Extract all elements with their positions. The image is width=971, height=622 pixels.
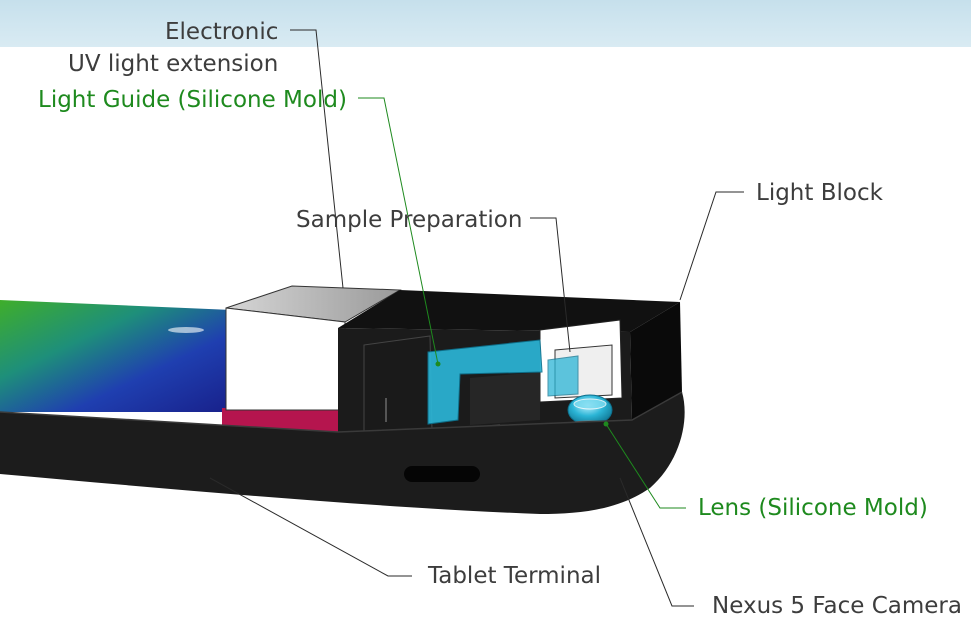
label-light-block: Light Block [756, 180, 883, 206]
label-tablet-terminal: Tablet Terminal [428, 563, 602, 589]
label-nexus-camera: Nexus 5 Face Camera [712, 593, 962, 619]
leader-light-block [679, 191, 744, 301]
label-light-guide: Light Guide (Silicone Mold) [38, 87, 347, 113]
tablet-screen [0, 300, 232, 412]
marker-lens [603, 421, 609, 427]
header-band [0, 0, 971, 47]
leader-light-guide [358, 97, 439, 365]
leader-tablet-terminal [209, 477, 412, 577]
light-guide-part [427, 339, 579, 425]
lens-part [563, 394, 617, 432]
label-lens: Lens (Silicone Mold) [698, 495, 928, 521]
leader-lens [605, 423, 686, 509]
label-electronic: Electronic [165, 19, 279, 45]
marker-light-guide [435, 361, 441, 367]
leader-sample-preparation [530, 217, 571, 353]
uv-extension-block [225, 285, 402, 411]
attachment-housing [338, 290, 682, 444]
label-uv-light-extension: UV light extension [68, 51, 279, 77]
leader-nexus-camera [619, 477, 694, 607]
leader-electronic [290, 29, 344, 289]
tablet-body [0, 391, 685, 514]
label-sample-preparation: Sample Preparation [296, 207, 523, 233]
